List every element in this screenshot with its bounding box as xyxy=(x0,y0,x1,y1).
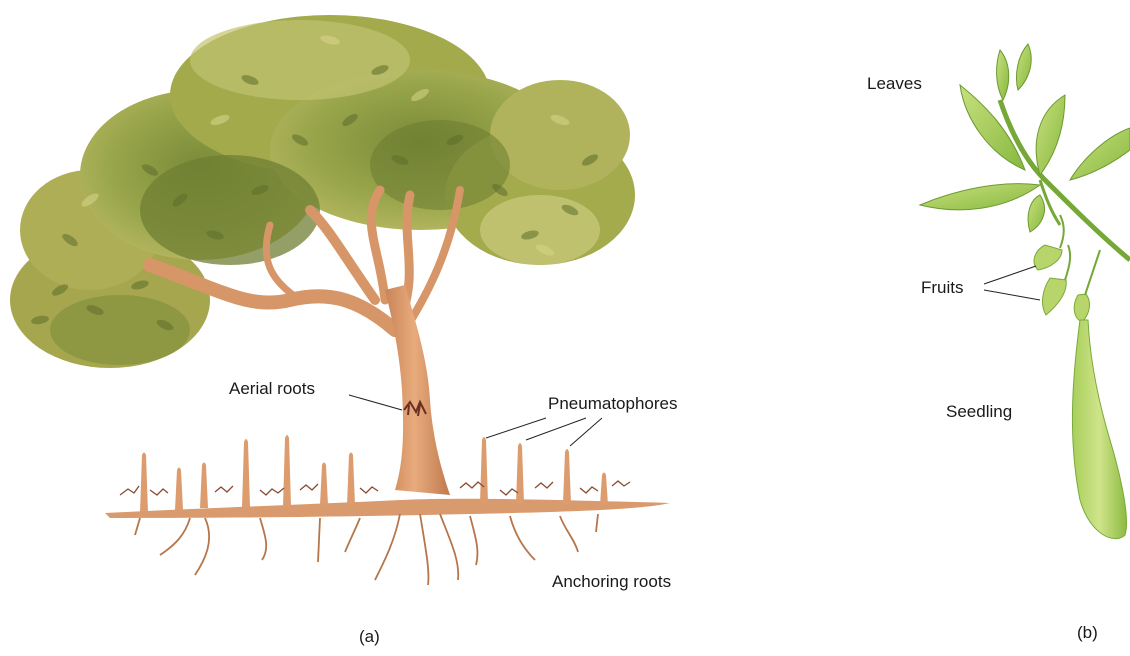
label-aerial-roots: Aerial roots xyxy=(229,380,315,397)
mangrove-tree xyxy=(10,15,670,585)
fruits xyxy=(1034,245,1089,322)
label-leaves: Leaves xyxy=(867,75,922,92)
seedling xyxy=(1072,320,1126,539)
anchoring-roots-lines xyxy=(135,514,598,585)
label-anchoring-roots: Anchoring roots xyxy=(552,573,671,590)
surface-rootlets xyxy=(120,481,630,495)
label-pneumatophores: Pneumatophores xyxy=(548,395,677,412)
cable-root xyxy=(105,499,670,518)
caption-a: (a) xyxy=(359,628,380,645)
caption-b: (b) xyxy=(1077,624,1098,641)
label-fruits: Fruits xyxy=(921,279,964,296)
canopy xyxy=(10,15,635,368)
leaves xyxy=(920,44,1130,232)
shoot-stem xyxy=(1000,100,1130,260)
leader-lines-b xyxy=(984,266,1040,300)
label-seedling: Seedling xyxy=(946,403,1012,420)
